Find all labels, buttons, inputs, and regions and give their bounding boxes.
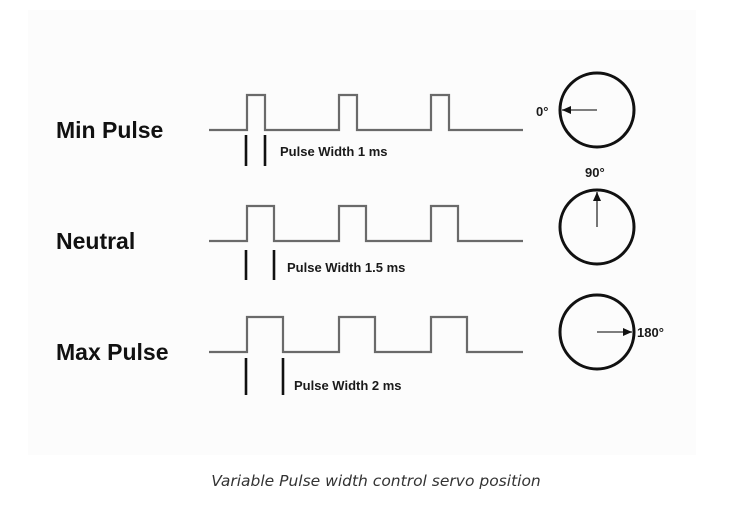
row-neutral: Neutral Pulse Width 1.5 ms 90°: [56, 165, 636, 280]
servo-pwm-figure: Min Pulse Pulse Width 1 ms 0° Neutral Pu…: [28, 10, 696, 455]
row-label-min-pulse: Min Pulse: [56, 117, 163, 143]
servo-pwm-diagram: Min Pulse Pulse Width 1 ms 0° Neutral Pu…: [56, 71, 664, 395]
pulse-width-label-min: Pulse Width 1 ms: [280, 144, 388, 159]
pwm-waveform-neutral: [209, 204, 523, 243]
angle-label-max: 180°: [637, 325, 664, 340]
servo-dial-max: [558, 293, 636, 371]
row-max-pulse: Max Pulse Pulse Width 2 ms 180°: [56, 293, 664, 395]
servo-dial-neutral: [558, 188, 636, 266]
angle-label-neutral: 90°: [585, 165, 605, 180]
pwm-waveform-min: [209, 93, 523, 132]
row-label-max-pulse: Max Pulse: [56, 339, 169, 365]
row-min-pulse: Min Pulse Pulse Width 1 ms 0°: [56, 71, 636, 166]
angle-label-min: 0°: [536, 104, 548, 119]
servo-dial-min: [558, 71, 636, 149]
needle-arrowhead-min: [562, 106, 571, 114]
row-label-neutral: Neutral: [56, 228, 135, 254]
needle-arrowhead-neutral: [593, 192, 601, 201]
pulse-width-label-neutral: Pulse Width 1.5 ms: [287, 260, 405, 275]
needle-arrowhead-max: [623, 328, 632, 336]
pulse-width-label-max: Pulse Width 2 ms: [294, 378, 402, 393]
figure-caption: Variable Pulse width control servo posit…: [211, 472, 541, 490]
pwm-waveform-max: [209, 315, 523, 354]
